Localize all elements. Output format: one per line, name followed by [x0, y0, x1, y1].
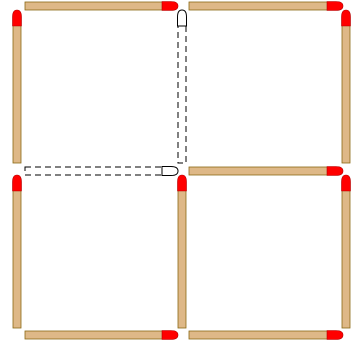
match-head [342, 175, 351, 191]
match-stick-body [178, 189, 186, 328]
match-middle-right[interactable] [189, 167, 343, 176]
match-head [327, 167, 343, 176]
match-upper-right-side[interactable] [342, 10, 351, 163]
match-lower-center[interactable] [178, 175, 187, 328]
match-head [13, 175, 22, 191]
match-stick-body [189, 2, 329, 10]
match-stick-body [342, 24, 350, 163]
match-bottom-left[interactable] [25, 331, 178, 340]
match-lower-right-side[interactable] [342, 175, 351, 328]
slot-head-outline [162, 167, 178, 176]
match-head [342, 10, 351, 26]
match-stick-body [25, 331, 164, 339]
match-stick-body [189, 331, 329, 339]
slot-head-outline [178, 10, 187, 26]
match-top-right[interactable] [189, 2, 343, 11]
match-stick-body [25, 2, 164, 10]
match-stick-body [189, 167, 329, 175]
match-head [327, 2, 343, 11]
match-top-left[interactable] [25, 2, 178, 11]
match-lower-left-side[interactable] [13, 175, 22, 328]
match-head [162, 331, 178, 340]
empty-slot-middle-left[interactable] [25, 167, 178, 176]
match-bottom-right[interactable] [189, 331, 343, 340]
match-head [178, 175, 187, 191]
match-stick-body [13, 189, 21, 328]
match-stick-body [342, 189, 350, 328]
match-head [327, 331, 343, 340]
slot-outline [25, 167, 164, 175]
match-upper-left-side[interactable] [13, 10, 22, 163]
match-head [162, 2, 178, 11]
empty-slot-upper-center[interactable] [178, 10, 187, 163]
match-stick-body [13, 24, 21, 163]
match-head [13, 10, 22, 26]
slot-outline [178, 24, 186, 163]
